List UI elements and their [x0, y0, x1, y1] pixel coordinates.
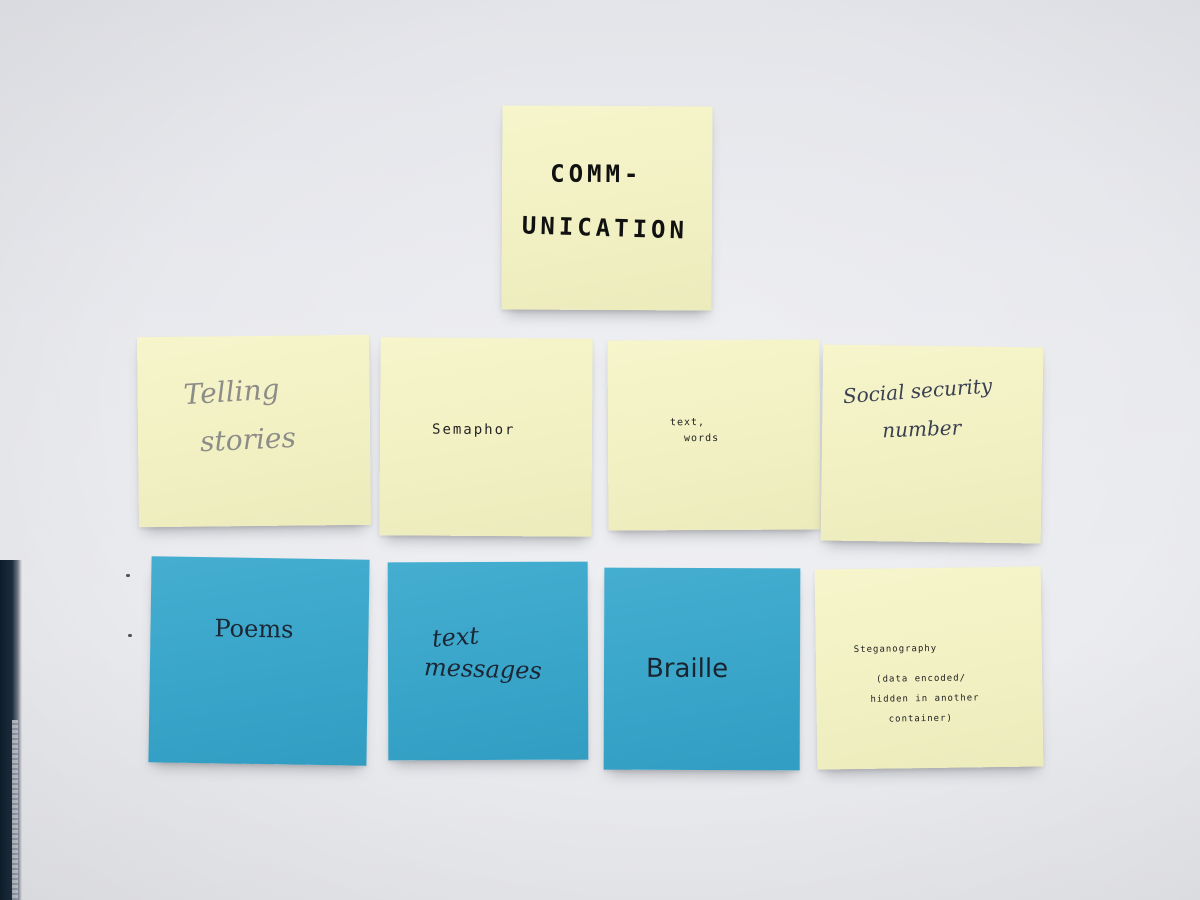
note-text-messages: text messages: [387, 561, 589, 761]
note-semaphor-text: Semaphor: [431, 421, 516, 439]
note-telling-stories-line2: stories: [199, 420, 297, 459]
note-poems-text: Poems: [214, 614, 294, 644]
note-steganography-line4: container): [888, 713, 953, 725]
door-frame-edge: [0, 560, 22, 900]
note-social-security: Social security number: [820, 344, 1044, 544]
note-semaphor: Semaphor: [379, 337, 593, 537]
note-social-security-line2: number: [881, 415, 962, 443]
wall-mark: [128, 634, 132, 637]
note-braille: Braille: [603, 567, 801, 771]
note-text-words-line1: text,: [669, 417, 706, 429]
note-text-messages-line2: messages: [423, 653, 543, 685]
note-text-words-line2: words: [683, 432, 720, 445]
note-steganography-line1: Steganography: [853, 643, 938, 656]
note-text-words: text, words: [607, 339, 821, 531]
note-steganography: Steganography (data encoded/ hidden in a…: [814, 566, 1044, 770]
note-steganography-line3: hidden in another: [870, 693, 980, 705]
wall-mark: [126, 574, 130, 577]
door-frame-marks: [12, 720, 18, 900]
note-communication: COMM- UNICATION: [501, 105, 713, 311]
note-social-security-line1: Social security: [842, 373, 993, 409]
note-telling-stories: Telling stories: [137, 334, 371, 528]
note-braille-text: Braille: [645, 653, 729, 685]
note-steganography-line2: (data encoded/: [876, 673, 967, 685]
note-communication-line1: COMM-: [550, 159, 643, 189]
note-telling-stories-line1: Telling: [182, 372, 281, 412]
note-text-messages-line1: text: [430, 621, 480, 653]
note-communication-line2: UNICATION: [521, 211, 689, 245]
note-poems: Poems: [148, 556, 370, 766]
